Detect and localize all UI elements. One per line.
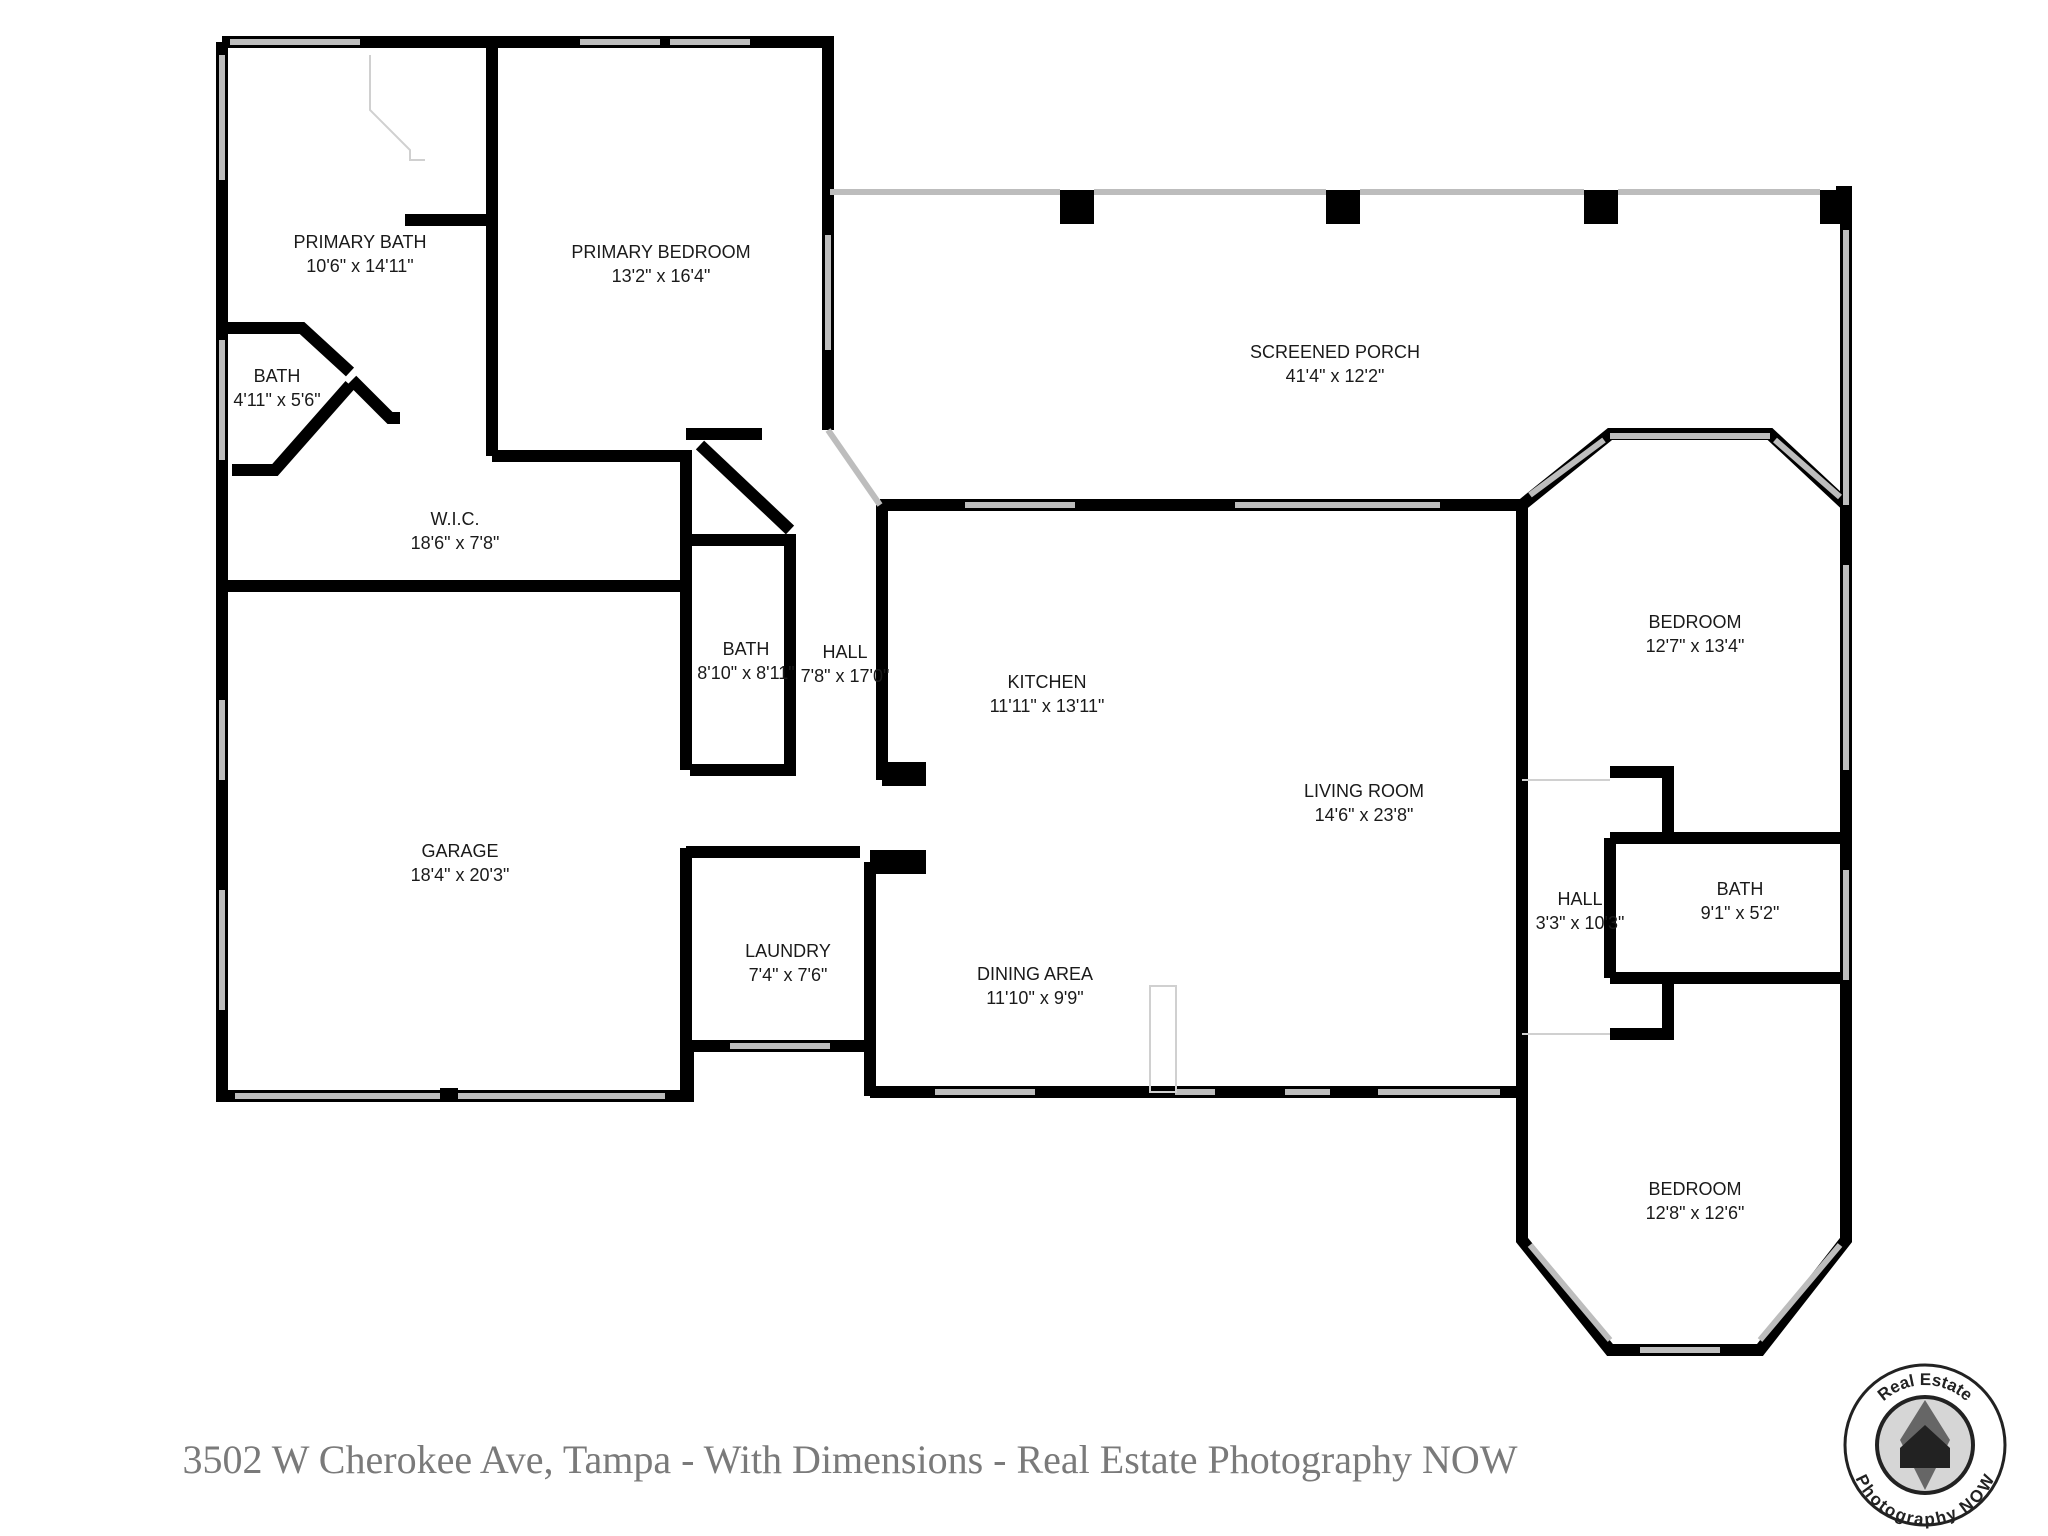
room-dim-living-room: 14'6" x 23'8" bbox=[1315, 805, 1414, 825]
room-name-screened-porch: SCREENED PORCH bbox=[1250, 342, 1420, 362]
room-dim-dining-area: 11'10" x 9'9" bbox=[986, 988, 1083, 1008]
room-dim-bath-hall: 8'10" x 8'11" bbox=[697, 663, 794, 683]
room-name-bedroom-2: BEDROOM bbox=[1648, 1179, 1741, 1199]
room-dim-laundry: 7'4" x 7'6" bbox=[749, 965, 828, 985]
room-dim-hall-right: 3'3" x 10'3" bbox=[1536, 913, 1625, 933]
real-estate-photography-logo: Real Estate Photography NOW bbox=[1843, 1363, 2007, 1529]
room-name-bath-hall: BATH bbox=[723, 639, 770, 659]
room-name-living-room: LIVING ROOM bbox=[1304, 781, 1424, 801]
room-dim-bedroom-2: 12'8" x 12'6" bbox=[1646, 1203, 1745, 1223]
room-name-primary-bedroom: PRIMARY BEDROOM bbox=[571, 242, 750, 262]
room-name-dining-area: DINING AREA bbox=[977, 964, 1093, 984]
room-name-garage: GARAGE bbox=[421, 841, 498, 861]
room-name-laundry: LAUNDRY bbox=[745, 941, 831, 961]
room-name-primary-bath: PRIMARY BATH bbox=[293, 232, 426, 252]
room-dim-kitchen: 11'11" x 13'11" bbox=[990, 696, 1105, 716]
caption-address: 3502 W Cherokee Ave, Tampa - With Dimens… bbox=[182, 1437, 1518, 1482]
room-dim-bath-right: 9'1" x 5'2" bbox=[1701, 903, 1780, 923]
room-name-hall: HALL bbox=[822, 642, 867, 662]
room-name-bath-right: BATH bbox=[1717, 879, 1764, 899]
room-dim-garage: 18'4" x 20'3" bbox=[411, 865, 510, 885]
room-dim-bath-small: 4'11" x 5'6" bbox=[233, 390, 320, 410]
room-dim-wic: 18'6" x 7'8" bbox=[411, 533, 500, 553]
room-dim-primary-bath: 10'6" x 14'11" bbox=[306, 256, 413, 276]
room-dim-screened-porch: 41'4" x 12'2" bbox=[1286, 366, 1385, 386]
room-name-wic: W.I.C. bbox=[431, 509, 480, 529]
room-name-kitchen: KITCHEN bbox=[1007, 672, 1086, 692]
room-dim-bedroom-1: 12'7" x 13'4" bbox=[1646, 636, 1745, 656]
windows bbox=[219, 39, 1849, 1353]
room-name-bedroom-1: BEDROOM bbox=[1648, 612, 1741, 632]
room-dim-primary-bedroom: 13'2" x 16'4" bbox=[612, 266, 711, 286]
door-openings bbox=[369, 55, 1610, 1093]
house-icon bbox=[1900, 1425, 1950, 1468]
room-name-bath-small: BATH bbox=[254, 366, 301, 386]
wall-blocks bbox=[440, 190, 1850, 1102]
room-name-hall-right: HALL bbox=[1557, 889, 1602, 909]
room-dim-hall: 7'8" x 17'0" bbox=[801, 666, 890, 686]
